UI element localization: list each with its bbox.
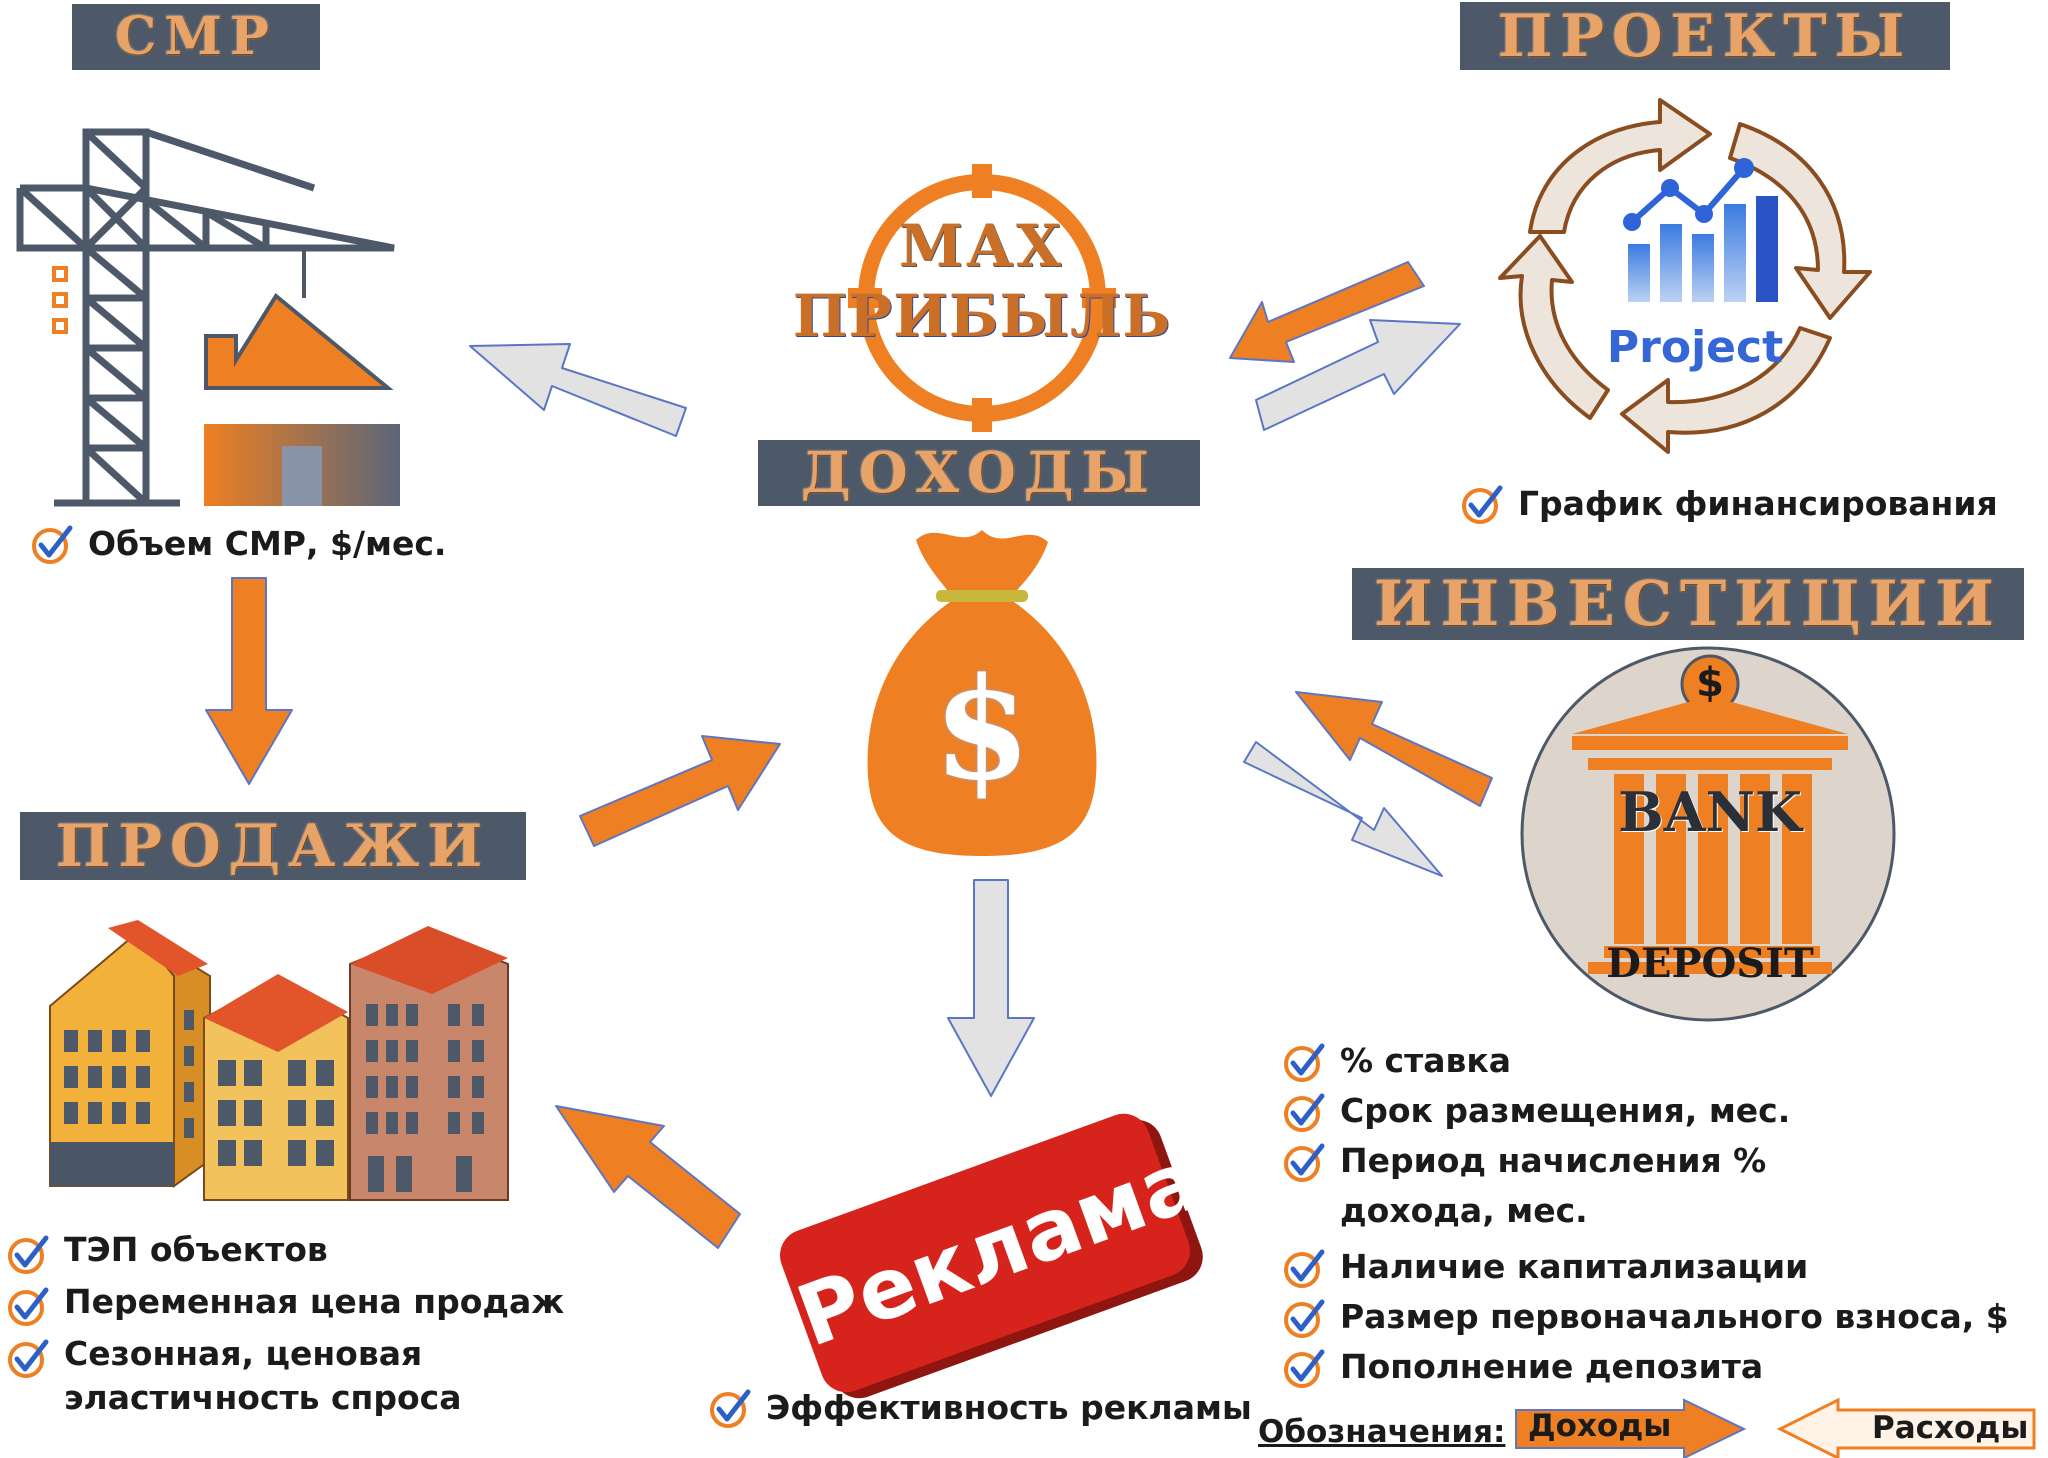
bank-deposit-label: DEPOSIT	[1606, 940, 1814, 987]
list-item: Период начисления % дохода, мес.	[1282, 1136, 1820, 1236]
legend-expense-arrow	[1776, 1397, 2036, 1458]
list-item: % ставка	[1282, 1036, 2042, 1086]
legend-income-label: Доходы	[1528, 1408, 1672, 1444]
projects-note-text: График финансирования	[1518, 484, 1998, 523]
ads-note-text: Эффективность рекламы	[766, 1388, 1252, 1427]
list-item: Переменная цена продаж	[6, 1280, 606, 1324]
legend-title: Обозначения:	[1258, 1414, 1506, 1450]
list-item: Размер первоначального взноса, $	[1282, 1292, 2042, 1342]
income-banner: ДОХОДЫ	[758, 440, 1200, 506]
arrow-income-to-investments	[1243, 741, 1443, 877]
projects-banner: ПРОЕКТЫ	[1460, 2, 1950, 70]
check-icon	[1460, 482, 1504, 526]
check-icon	[30, 522, 74, 566]
check-icon	[708, 1386, 752, 1430]
arrow-ads-to-sales	[555, 1105, 741, 1249]
arrow-sales-to-income	[579, 735, 781, 847]
sales-list: ТЭП объектов Переменная цена продаж Сезо…	[6, 1228, 606, 1420]
check-icon	[1282, 1090, 1326, 1134]
target-label-max: MAX	[898, 212, 1066, 280]
bank-icon	[1520, 646, 1896, 1022]
project-cycle-icon	[1498, 98, 1872, 454]
target-label-profit: ПРИБЫЛЬ	[792, 282, 1172, 350]
smr-note-text: Объем СМР, $/мес.	[88, 524, 447, 563]
money-bag-dollar: $	[933, 648, 1031, 812]
check-icon	[1282, 1040, 1326, 1084]
check-icon	[6, 1284, 50, 1328]
list-item: Наличие капитализации	[1282, 1242, 2042, 1292]
arrow-smr-to-sales	[205, 577, 293, 785]
buildings-illustration	[49, 920, 509, 1201]
investment-list: % ставка Срок размещения, мес. Период на…	[1282, 1036, 2042, 1392]
target-icon	[848, 164, 1116, 432]
legend-expense-label: Расходы	[1872, 1410, 2029, 1446]
project-logo-text: Project	[1606, 322, 1784, 373]
investments-banner: ИНВЕСТИЦИИ	[1352, 568, 2024, 640]
legend-income-arrow	[1515, 1398, 1747, 1458]
check-icon	[6, 1232, 50, 1276]
smr-note: Объем СМР, $/мес.	[30, 524, 446, 563]
ads-note: Эффективность рекламы	[708, 1388, 1252, 1427]
check-icon	[1282, 1140, 1326, 1184]
check-icon	[1282, 1246, 1326, 1290]
check-icon	[1282, 1296, 1326, 1340]
projects-note: График финансирования	[1460, 484, 1998, 523]
legend: Обозначения: Доходы Расходы	[1250, 1397, 2040, 1458]
arrow-income-to-projects	[1255, 319, 1461, 431]
list-item: Пополнение депозита	[1282, 1342, 2042, 1392]
crane-illustration	[16, 128, 400, 507]
list-item: ТЭП объектов	[6, 1228, 606, 1272]
list-item: Срок размещения, мес.	[1282, 1086, 2042, 1136]
check-icon	[6, 1336, 50, 1380]
money-bag-icon	[867, 530, 1097, 856]
arrow-income-to-smr	[469, 343, 687, 437]
bank-coin-dollar: $	[1696, 660, 1724, 706]
list-item: Сезонная, ценовая эластичность спроса	[6, 1332, 494, 1420]
arrow-income-to-ads	[947, 879, 1035, 1097]
smr-banner: СМР	[72, 4, 320, 70]
arrow-investments-to-income	[1295, 691, 1493, 807]
arrow-projects-to-income	[1229, 261, 1425, 363]
check-icon	[1282, 1346, 1326, 1390]
sales-banner: ПРОДАЖИ	[20, 812, 526, 880]
bank-label: BANK	[1618, 780, 1802, 844]
